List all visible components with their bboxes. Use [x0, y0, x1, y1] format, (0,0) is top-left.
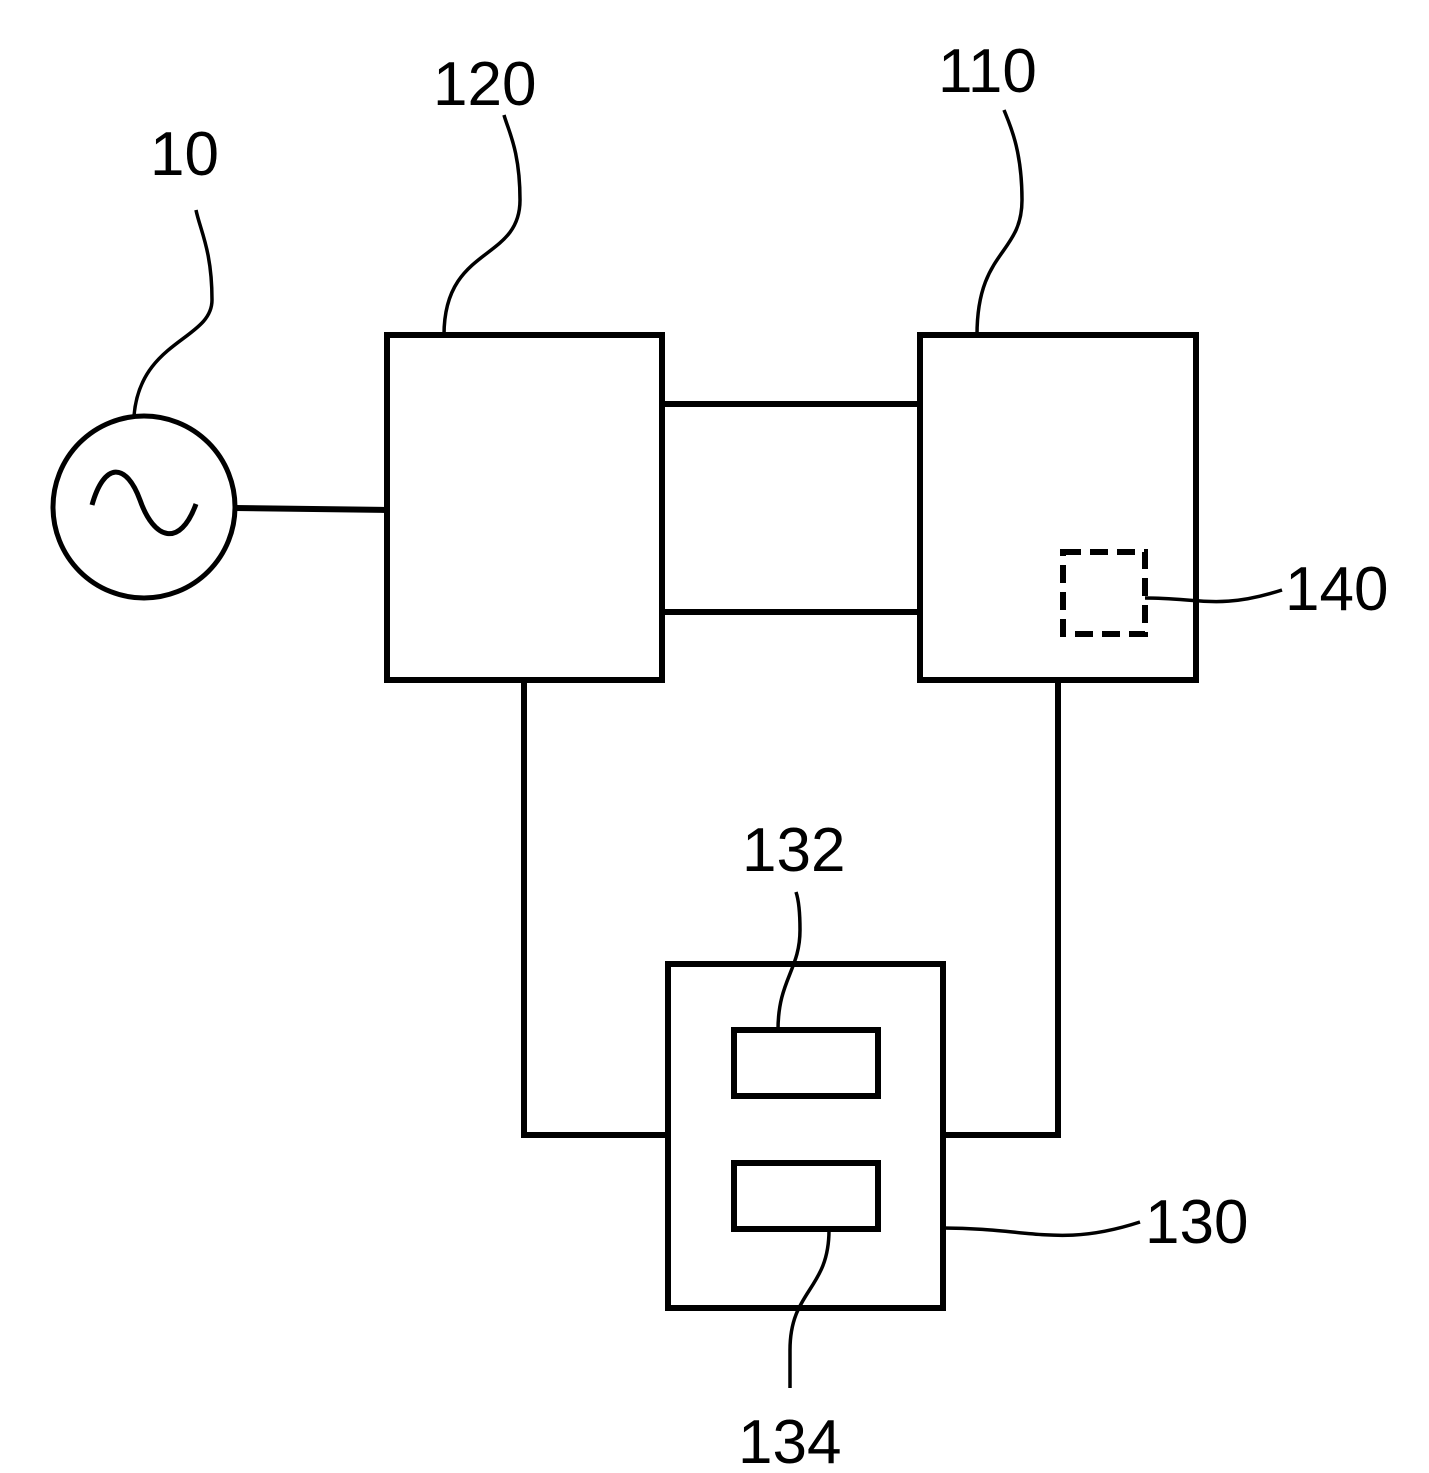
leader-line-120	[444, 115, 520, 335]
label-120: 120	[433, 50, 536, 119]
label-110: 110	[938, 37, 1037, 106]
ac-source	[53, 416, 235, 598]
leader-line-130	[943, 1222, 1140, 1235]
leader-line-10	[134, 210, 212, 416]
label-140: 140	[1285, 555, 1388, 624]
wire-source-to-120	[235, 508, 387, 510]
block-120	[387, 335, 662, 680]
label-130: 130	[1145, 1188, 1248, 1257]
wire-120-to-130	[524, 680, 668, 1135]
element-132	[734, 1030, 878, 1096]
block-110	[920, 335, 1196, 680]
label-10: 10	[150, 120, 219, 189]
wire-110-to-130	[943, 680, 1058, 1135]
sine-wave-icon	[92, 472, 196, 534]
block-130	[668, 964, 943, 1308]
leader-line-110	[977, 110, 1022, 335]
label-132: 132	[742, 816, 845, 885]
label-134: 134	[738, 1408, 841, 1473]
element-140-dashed	[1063, 552, 1145, 634]
leader-line-140	[1145, 590, 1282, 602]
element-134	[734, 1163, 878, 1229]
